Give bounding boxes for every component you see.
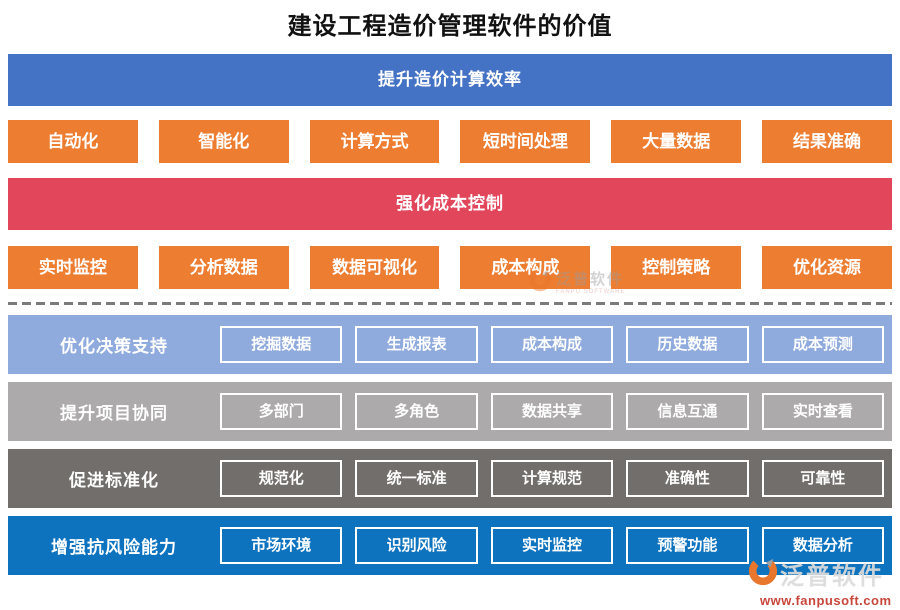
item-data-sharing: 数据共享 <box>490 393 614 430</box>
tag-control-strategy: 控制策略 <box>611 246 742 289</box>
tag-big-data: 大量数据 <box>611 120 742 163</box>
item-normalization: 规范化 <box>220 460 343 497</box>
row-decision-support-items: 挖掘数据 生成报表 成本构成 历史数据 成本预测 <box>220 326 892 363</box>
item-realtime-view: 实时查看 <box>761 393 885 430</box>
item-calc-specification: 计算规范 <box>490 460 614 497</box>
tag-automation: 自动化 <box>8 120 138 163</box>
row-decision-support-label: 优化决策支持 <box>60 337 168 356</box>
banner-cost-control: 强化成本控制 <box>8 178 892 230</box>
banner-cost-control-label: 强化成本控制 <box>396 194 504 213</box>
row-risk-resistance-items: 市场环境 识别风险 实时监控 预警功能 数据分析 <box>220 527 892 564</box>
item-multi-department: 多部门 <box>220 393 343 430</box>
item-market-environment: 市场环境 <box>220 527 343 564</box>
row-risk-resistance: 增强抗风险能力 市场环境 识别风险 实时监控 预警功能 数据分析 <box>8 516 892 575</box>
row-decision-support: 优化决策支持 挖掘数据 生成报表 成本构成 历史数据 成本预测 <box>8 315 892 374</box>
row-project-collaboration-items: 多部门 多角色 数据共享 信息互通 实时查看 <box>220 393 892 430</box>
tag-intelligence: 智能化 <box>158 120 289 163</box>
item-data-analysis: 数据分析 <box>761 527 885 564</box>
row-risk-resistance-label: 增强抗风险能力 <box>51 538 177 557</box>
row-project-collaboration-label: 提升项目协同 <box>60 404 168 423</box>
item-accuracy: 准确性 <box>626 460 749 497</box>
row-standardization: 促进标准化 规范化 统一标准 计算规范 准确性 可靠性 <box>8 449 892 508</box>
item-identify-risk: 识别风险 <box>355 527 478 564</box>
item-realtime-monitor: 实时监控 <box>490 527 614 564</box>
banner-efficiency: 提升造价计算效率 <box>8 54 892 106</box>
tag-optimize-resources: 优化资源 <box>762 246 892 289</box>
item-unified-standard: 统一标准 <box>355 460 478 497</box>
item-generate-reports: 生成报表 <box>355 326 478 363</box>
cost-control-tag-row: 实时监控 分析数据 数据可视化 成本构成 控制策略 优化资源 <box>8 246 892 289</box>
item-warning-function: 预警功能 <box>626 527 749 564</box>
tag-calc-method: 计算方式 <box>309 120 440 163</box>
row-standardization-items: 规范化 统一标准 计算规范 准确性 可靠性 <box>220 460 892 497</box>
corner-watermark-url: www.fanpusoft.com <box>760 593 892 608</box>
item-mine-data: 挖掘数据 <box>220 326 343 363</box>
tag-realtime-monitor: 实时监控 <box>8 246 138 289</box>
item-cost-forecast: 成本预测 <box>761 326 885 363</box>
item-multi-role: 多角色 <box>355 393 478 430</box>
item-history-data: 历史数据 <box>626 326 749 363</box>
row-project-collaboration: 提升项目协同 多部门 多角色 数据共享 信息互通 实时查看 <box>8 382 892 441</box>
item-cost-composition: 成本构成 <box>490 326 614 363</box>
row-standardization-label: 促进标准化 <box>69 471 159 490</box>
dashed-divider <box>8 302 892 305</box>
tag-accurate-result: 结果准确 <box>762 120 892 163</box>
efficiency-tag-row: 自动化 智能化 计算方式 短时间处理 大量数据 结果准确 <box>8 120 892 163</box>
item-info-exchange: 信息互通 <box>626 393 749 430</box>
tag-short-time: 短时间处理 <box>460 120 591 163</box>
infographic: 建设工程造价管理软件的价值 提升造价计算效率 自动化 智能化 计算方式 短时间处… <box>8 10 892 575</box>
tag-analyze-data: 分析数据 <box>158 246 289 289</box>
banner-efficiency-label: 提升造价计算效率 <box>378 70 522 89</box>
item-reliability: 可靠性 <box>761 460 885 497</box>
page-title: 建设工程造价管理软件的价值 <box>287 13 613 40</box>
tag-data-visualization: 数据可视化 <box>309 246 440 289</box>
tag-cost-composition: 成本构成 <box>460 246 591 289</box>
